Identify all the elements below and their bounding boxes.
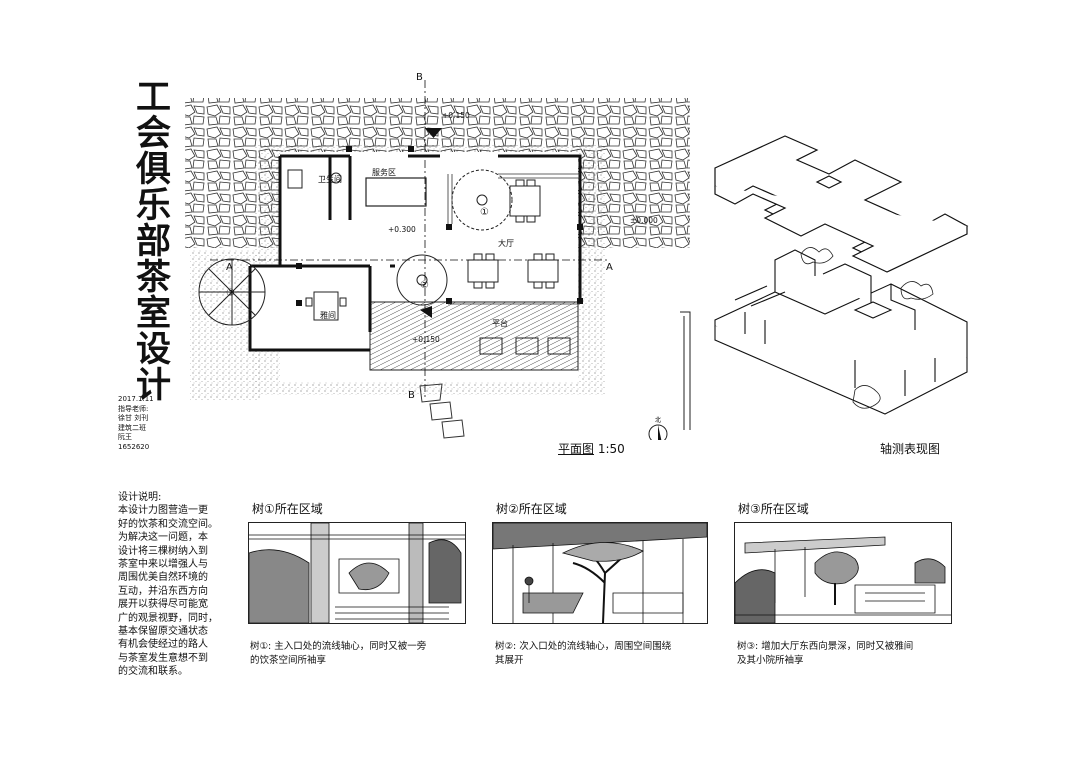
notes-line: 设计将三棵树纳入到 xyxy=(118,545,208,557)
meta-class: 建筑二班 xyxy=(118,423,146,432)
tree-label-1: ① xyxy=(480,207,489,218)
meta-advisor-label: 指导老师: xyxy=(118,404,149,413)
room-label-toilet: 卫生间 xyxy=(318,174,342,184)
sketch-1-caption-line: 的饮茶空间所袖享 xyxy=(250,655,327,666)
toilet-fixture xyxy=(287,169,303,189)
room-label-terrace: 平台 xyxy=(492,318,508,328)
axo-caption: 轴测表现图 xyxy=(880,442,941,456)
sketch-3-title: 树③所在区域 xyxy=(738,502,809,516)
level-service: +0.300 xyxy=(388,225,416,234)
walls xyxy=(248,154,582,352)
sketch-1-image xyxy=(248,522,466,624)
sketch-1-title: 树①所在区域 xyxy=(252,502,323,516)
tree-label-3: ③ xyxy=(226,288,235,299)
axo-roof xyxy=(714,135,969,273)
board-title: 工会俱乐部茶室设计 xyxy=(130,78,171,402)
entrance-arrow xyxy=(425,128,442,138)
notes-line: 广的观景视野，同时， xyxy=(118,612,218,624)
axo-trees xyxy=(800,247,934,409)
sketch-2-caption-line: 其展开 xyxy=(495,655,524,666)
section-label-b-top: B xyxy=(416,72,423,83)
sketch-2-title: 树②所在区域 xyxy=(496,502,567,516)
notes-line: 茶室中来以增强人与 xyxy=(118,559,208,571)
notes-line: 设计说明: xyxy=(118,492,162,503)
site-edge xyxy=(680,311,691,430)
axonometric-drawing xyxy=(714,135,969,415)
north-arrow: 北 xyxy=(648,416,668,440)
notes-line: 有机会使经过的路人 xyxy=(118,639,208,651)
sketch-2-image xyxy=(492,522,708,624)
plan-caption-scale: 1:50 xyxy=(597,442,625,456)
sketch-3-image xyxy=(734,522,952,624)
trees-in-plan xyxy=(198,169,513,326)
axo-building xyxy=(714,249,968,415)
author-info: 2017.1.11 指导老师: 徐甘 刘刊 建筑二班 阮王 1652620 xyxy=(118,395,188,452)
north-label: 北 xyxy=(655,416,661,424)
notes-line: 基本保留原交通状态 xyxy=(118,626,208,638)
notes-line: 互动，并沿东西方向 xyxy=(118,585,208,597)
sketch-3-caption-line: 树③: 增加大厅东西向景深，同时又被雅间 xyxy=(737,641,914,652)
notes-line: 周围优美自然环境的 xyxy=(118,572,208,584)
room-label-service: 服务区 xyxy=(372,167,396,177)
floor-plan-drawing: 卫生间 服务区 大厅 雅间 平台 +0.150 +0.300 +0.150 ±0… xyxy=(185,72,691,440)
service-counter xyxy=(365,177,427,207)
sketch-1-caption: 树①: 主入口处的流线轴心，同时又被一旁 的饮茶空间所袖享 xyxy=(250,640,490,668)
sketch-2-caption: 树②: 次入口处的流线轴心，周围空间围绕 其展开 xyxy=(495,640,735,668)
notes-line: 的交流和联系。 xyxy=(118,666,188,678)
design-notes: 设计说明: 本设计力图营造一更 好的饮茶和交流空间。 为解决这一问题，本 设计将… xyxy=(118,491,238,679)
section-label-b-bottom: B xyxy=(408,390,415,401)
sketch-3-caption: 树③: 增加大厅东西向景深，同时又被雅间 及其小院所袖享 xyxy=(737,640,977,668)
meta-student: 阮王 xyxy=(118,433,132,441)
room-label-hall: 大厅 xyxy=(498,238,514,248)
room-label-private: 雅间 xyxy=(320,310,336,320)
level-terrace: +0.150 xyxy=(412,335,440,344)
sketch-2-caption-line: 树②: 次入口处的流线轴心，周围空间围绕 xyxy=(495,641,672,652)
notes-line: 展开以获得尽可能宽 xyxy=(118,599,208,611)
notes-line: 好的饮茶和交流空间。 xyxy=(118,518,218,530)
section-label-a-right: A xyxy=(606,262,613,273)
columns xyxy=(296,146,583,306)
sink-fixture xyxy=(330,172,342,184)
notes-line: 为解决这一问题，本 xyxy=(118,532,208,544)
plan-caption: 平面图 1:50 xyxy=(558,440,625,457)
sketch-3-caption-line: 及其小院所袖享 xyxy=(737,655,804,666)
level-top: +0.150 xyxy=(442,111,470,120)
meta-date: 2017.1.11 xyxy=(118,395,154,403)
notes-line: 与茶室发生意想不到 xyxy=(118,652,208,664)
level-outside: ±0.000 xyxy=(630,216,658,225)
secondary-entrance-arrow xyxy=(420,306,432,318)
sketch-1-caption-line: 树①: 主入口处的流线轴心，同时又被一旁 xyxy=(250,641,427,652)
plan-caption-title: 平面图 xyxy=(558,442,595,456)
section-label-a-left: A xyxy=(226,262,233,273)
tree-label-2: ② xyxy=(420,280,429,291)
meta-id: 1652620 xyxy=(118,442,150,451)
notes-line: 本设计力图营造一更 xyxy=(118,505,208,517)
terrace-deck xyxy=(369,301,579,371)
meta-advisors: 徐甘 刘刊 xyxy=(118,414,149,422)
section-lines xyxy=(210,80,610,400)
stepping-path xyxy=(419,383,465,439)
